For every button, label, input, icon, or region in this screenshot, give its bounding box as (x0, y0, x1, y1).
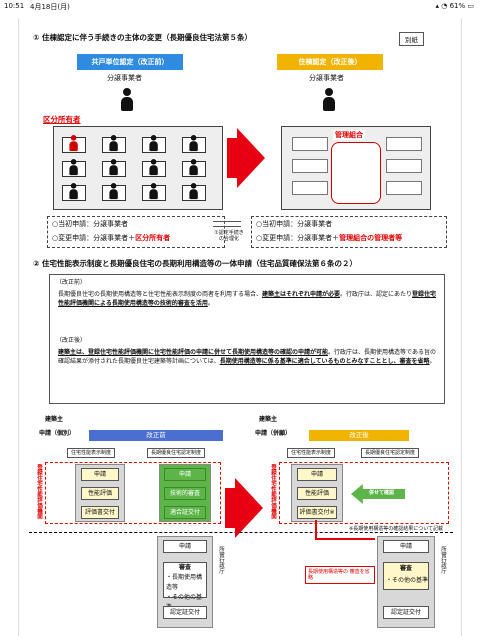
seller-label-left: 分譲事業者 (107, 74, 142, 82)
units-grid-before (53, 126, 223, 210)
owner-person-icon (108, 159, 119, 176)
owner-person-icon (148, 159, 159, 176)
procedure-rationalization-note: ①認定手続き の合理化 (214, 230, 244, 242)
merge-arrow (351, 484, 405, 504)
red-path-vertical (315, 520, 317, 540)
left-agency-zone (45, 462, 221, 524)
owner-person-icon (68, 183, 79, 200)
owner-person-icon (188, 135, 199, 152)
before-change-application: ○変更申請：分譲事業者＋区分所有者 (52, 234, 171, 242)
right-period-header: 改正後 (309, 430, 409, 441)
transition-arrow-2 (235, 478, 263, 538)
left-col2-issue: 適合証交付 (164, 506, 206, 519)
after-header: 住棟認定（改正後） (277, 54, 383, 70)
attachment-badge: 別紙 (399, 32, 424, 46)
status-bar: 10:51 4月18日(月) ▴ ◔ 61% ▭ (0, 0, 480, 14)
right-side-label: 登録住宅性能評価機関 (270, 464, 276, 519)
document-page: ① 住棟認定に伴う手続きの主体の変更（長期優良住宅法第５条） 別紙 共戸単位認定… (18, 18, 462, 636)
owner-person-icon (188, 159, 199, 176)
before-paragraph: 長期優良住宅の長期使用構造等と住宅性能表示制度の両者を利用する場合、建築主はそれ… (58, 291, 437, 307)
explanation-box: （改正前） 長期優良住宅の長期使用構造等と住宅性能表示制度の両者を利用する場合、… (49, 274, 445, 404)
management-group-box (331, 142, 381, 204)
left-col2-apply: 申請 (164, 468, 206, 481)
red-path-horizontal (315, 538, 375, 540)
section1-heading: ① 住棟認定に伴う手続きの主体の変更（長期優良住宅法第５条） (33, 33, 252, 42)
seller-label-right: 分譲事業者 (309, 74, 344, 82)
transition-arrow (237, 128, 265, 188)
owner-person-icon (148, 135, 159, 152)
small-arrow-icon (213, 221, 241, 227)
right-col1-issue: 評価書交付※ (297, 506, 337, 519)
owner-person-icon (188, 183, 199, 200)
after-label: （改正後） (56, 337, 87, 344)
left-side-label: 登録住宅性能評価機関 (36, 464, 42, 519)
owner-person-icon (108, 183, 119, 200)
left-gov-apply: 申請 (163, 540, 207, 553)
seller-person-icon (321, 88, 337, 112)
after-change-application: ○変更申請：分譲事業者＋管理組合の管理者等 (256, 234, 403, 242)
left-gov-issue: 認定証交付 (163, 606, 207, 619)
owner-person-icon (148, 183, 159, 200)
left-period-header: 改正前 (89, 430, 223, 441)
right-apply-label: 申請（併願） (255, 430, 292, 437)
battery-indicator: ▴ ◔ 61% ▭ (435, 2, 474, 10)
right-col2-title: 長期優良住宅認定制度 (361, 448, 420, 458)
seller-person-icon (119, 88, 135, 112)
transition-arrow-body-2 (225, 488, 237, 528)
left-col1-title: 住宅性能表示制度 (67, 448, 116, 458)
left-apply-label: 申請（個別） (39, 430, 76, 437)
left-gov-review: 審査 ・長期使用構造等 ・その他の基準 (163, 562, 207, 611)
before-header: 共戸単位認定（改正前） (77, 54, 183, 70)
owner-person-icon (68, 135, 79, 152)
transition-arrow-body (227, 138, 239, 178)
owner-person-icon (108, 135, 119, 152)
after-paragraph: 建築主は、登録住宅性能評価機関に住宅性能評価の申請に併せて長期使用構造等の確認の… (58, 349, 436, 365)
merge-label: 併せて確認 (369, 490, 395, 496)
right-gov-label: 所管行政庁 (440, 546, 446, 574)
management-association-label: 管理組合 (333, 130, 365, 140)
owner-person-icon (68, 159, 79, 176)
right-footnote: ※長期使用構造等の確認結果について記載 (349, 526, 444, 532)
battery-percent: 61% (449, 2, 466, 10)
left-col2-title: 長期優良住宅認定制度 (147, 448, 206, 458)
before-application-box: ○当初申請：分譲事業者 ○変更申請：分譲事業者＋区分所有者 (47, 216, 225, 248)
right-owner-label: 建築主 (259, 416, 278, 423)
left-col1-evaluation: 性能評価 (81, 487, 119, 500)
unit-owner-label: 区分所有者 (43, 115, 81, 124)
section2-heading: ② 住宅性能表示制度と長期優良住宅の長期利用構造等の一体申請（住宅品質確保法第６… (33, 259, 357, 268)
left-col1-issue: 評価書交付 (81, 506, 119, 519)
status-time: 10:51 (4, 2, 25, 10)
status-date: 4月18日(月) (30, 3, 70, 11)
left-owner-label: 建築主 (45, 416, 64, 423)
after-initial-application: ○当初申請：分譲事業者 (256, 220, 333, 228)
right-gov-review: 審査 ・その他の基準 (383, 562, 429, 590)
right-agency-zone (279, 462, 449, 524)
right-gov-apply: 申請 (383, 540, 429, 553)
right-gov-issue: 認定証交付 (383, 606, 429, 619)
right-col1-title: 住宅性能表示制度 (287, 448, 336, 458)
left-col1-apply: 申請 (81, 468, 119, 481)
before-initial-application: ○当初申請：分譲事業者 (52, 220, 129, 228)
left-gov-label: 所管行政庁 (218, 546, 224, 574)
right-col1-evaluation: 性能評価 (297, 487, 337, 500)
skip-review-note: 長期使用構造等の 審査を省略 (305, 566, 375, 584)
before-label: （改正前） (56, 279, 87, 286)
after-application-box: ○当初申請：分譲事業者 ○変更申請：分譲事業者＋管理組合の管理者等 (251, 216, 447, 248)
left-col2-review: 技術的審査 (164, 487, 206, 500)
right-col1-apply: 申請 (297, 468, 337, 481)
